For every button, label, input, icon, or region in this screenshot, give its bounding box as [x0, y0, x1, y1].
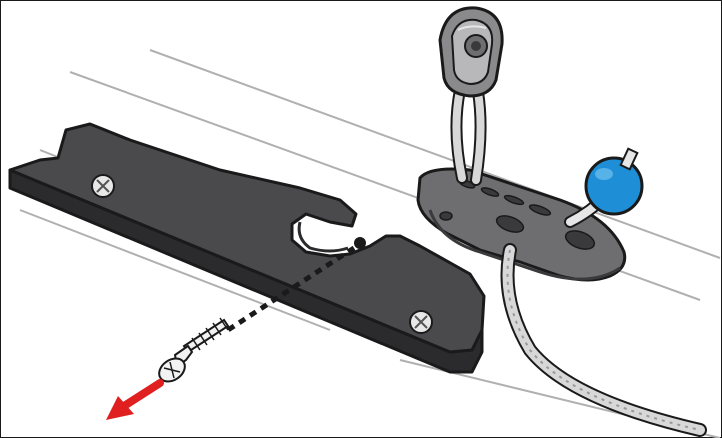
bracket-screw-head-left — [92, 175, 114, 197]
mounting-bracket-icon — [10, 124, 484, 372]
deck-hole — [354, 237, 366, 249]
bracket-screw-head-right — [410, 311, 432, 333]
removal-arrow-icon — [106, 383, 160, 420]
screw-icon — [155, 318, 228, 386]
rope-ball-icon — [586, 149, 642, 214]
pulley-rope-right — [476, 92, 481, 180]
pulley-block-icon — [440, 8, 502, 96]
